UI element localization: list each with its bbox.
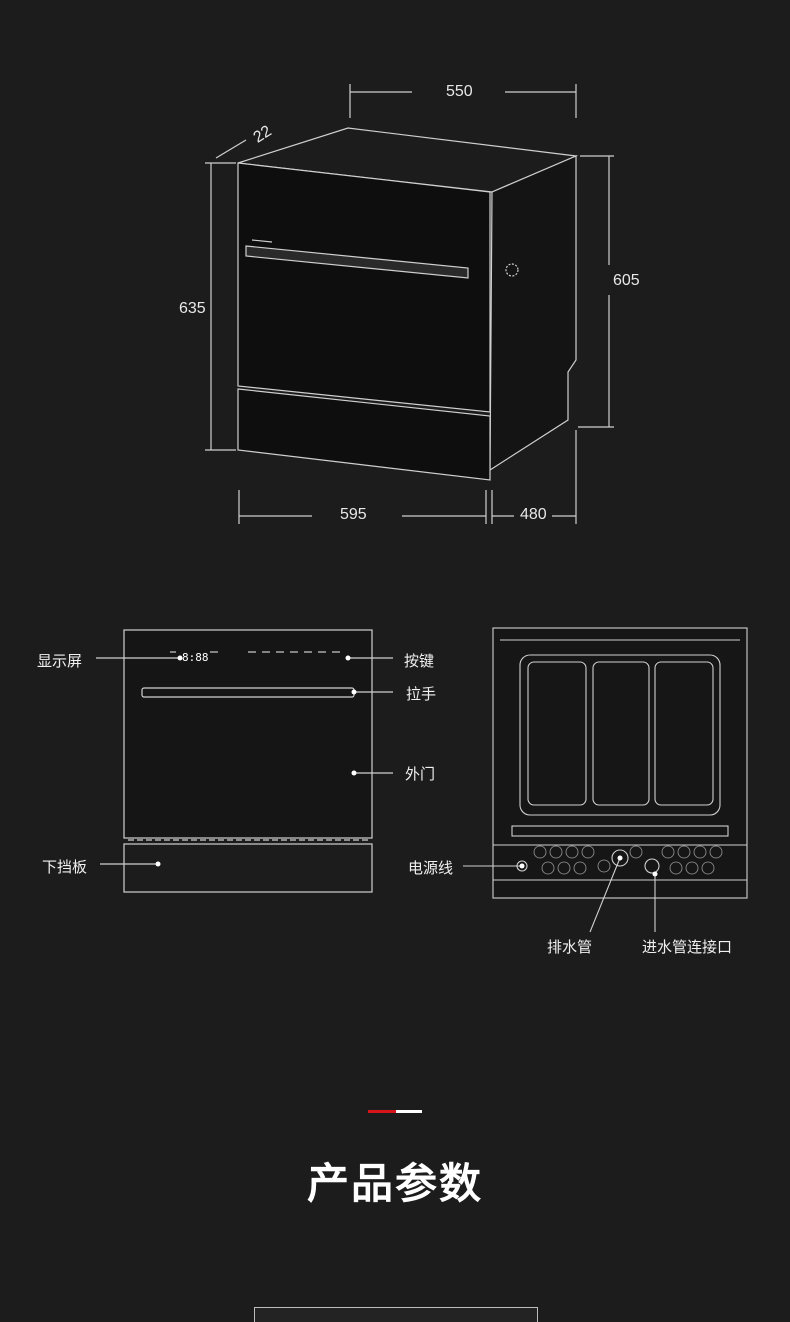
label-inlet-connection: 进水管连接口 xyxy=(642,938,733,956)
front-door-outline xyxy=(123,629,373,839)
back-panel-frame xyxy=(519,654,721,816)
dimension-635: 635 xyxy=(179,300,206,317)
label-display: 显示屏 xyxy=(37,652,83,670)
label-handle: 拉手 xyxy=(406,685,437,703)
upper-door xyxy=(237,162,491,413)
back-view-outline xyxy=(492,627,748,899)
kick-plate-outline xyxy=(123,843,373,893)
label-outer-door: 外门 xyxy=(405,765,436,783)
label-kick-plate: 下挡板 xyxy=(42,858,88,876)
inlet-port xyxy=(644,858,660,874)
label-power-cord: 电源线 xyxy=(408,859,454,877)
dimension-605: 605 xyxy=(613,272,640,289)
dimension-595: 595 xyxy=(340,506,367,523)
drain-port xyxy=(611,849,629,867)
section-title: 产品参数 xyxy=(306,1159,483,1208)
label-buttons: 按键 xyxy=(404,652,435,670)
accent-rule-red xyxy=(368,1110,396,1113)
parameter-table-top xyxy=(254,1307,538,1322)
accent-rule-white xyxy=(396,1110,422,1113)
display-readout: 8:88 xyxy=(182,651,209,664)
dimension-480: 480 xyxy=(520,506,547,523)
lower-drawer xyxy=(237,388,491,481)
label-drain-pipe: 排水管 xyxy=(547,938,593,956)
dimension-550: 550 xyxy=(446,83,473,100)
door-handle xyxy=(245,245,469,279)
cabinet-side-face xyxy=(489,155,577,472)
side-vent xyxy=(505,263,519,277)
